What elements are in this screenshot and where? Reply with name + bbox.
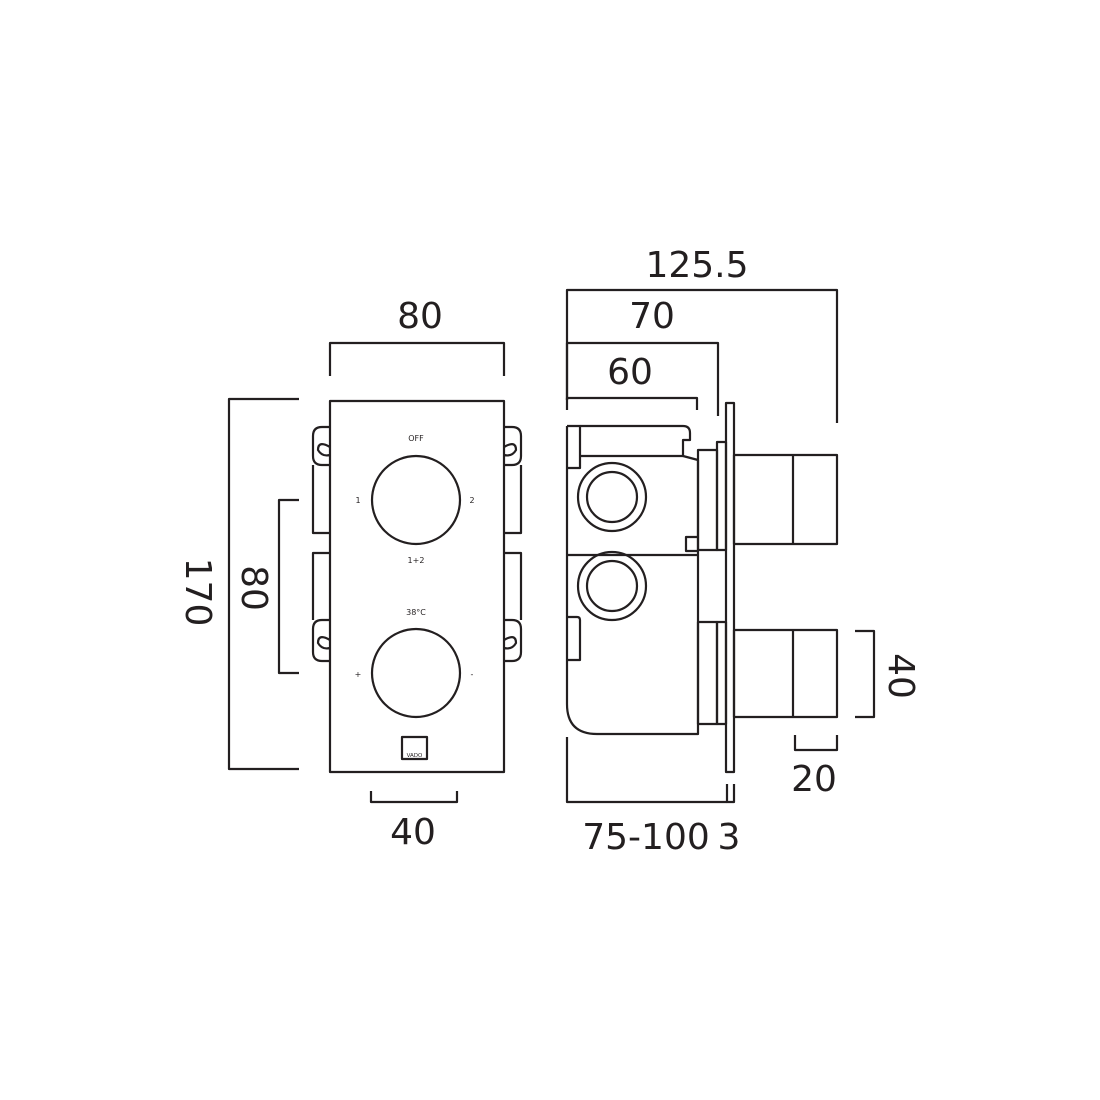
inlet-fitting-cold (576, 550, 648, 622)
label-outlet-1: 1 (355, 496, 360, 505)
front-plate (328, 399, 506, 774)
dimension-front-width: 80 (328, 296, 506, 376)
dimension-handle-height: 40 (855, 629, 921, 719)
side-view: 125.5 70 60 75-100 3 40 20 (565, 245, 921, 858)
side-plate (724, 401, 736, 774)
svg-text:40: 40 (390, 812, 436, 853)
lower-cartridge-sleeve (696, 620, 719, 726)
dimension-wall-depth: 75-100 3 (565, 737, 741, 858)
lower-handle (732, 628, 839, 719)
dimension-total-depth: 125.5 (565, 245, 839, 423)
svg-text:20: 20 (791, 759, 837, 800)
valve-body (565, 426, 700, 736)
dimension-handle-length: 20 (791, 735, 839, 800)
upper-handle (732, 453, 839, 546)
svg-text:80: 80 (233, 565, 274, 611)
svg-text:125.5: 125.5 (645, 245, 748, 286)
temperature-control-knob (370, 627, 462, 719)
label-outlet-2: 2 (469, 496, 474, 505)
dimension-knob-spacing: 80 (233, 498, 299, 675)
front-view: OFF 1 2 1+2 38°C + - VADO 80 170 80 (177, 296, 523, 853)
svg-text:70: 70 (629, 296, 675, 337)
dimension-plate-thickness: 3 (718, 817, 741, 858)
svg-text:40: 40 (880, 653, 921, 699)
brand-logo: VADO (400, 735, 429, 761)
svg-text:80: 80 (397, 296, 443, 337)
dimension-depth-60: 60 (565, 352, 699, 410)
mounting-bracket-left (311, 425, 331, 663)
label-plus: + (355, 670, 362, 679)
dimension-front-bottom-width: 40 (369, 791, 459, 853)
inlet-fitting-hot (576, 461, 648, 533)
valve-top-housing (567, 424, 582, 470)
svg-text:170: 170 (177, 558, 218, 627)
flow-control-knob (370, 454, 462, 546)
label-temperature: 38°C (406, 608, 426, 617)
upper-cartridge-sleeve (696, 448, 719, 552)
label-off: OFF (408, 434, 424, 443)
svg-text:VADO: VADO (407, 753, 423, 759)
label-minus: - (471, 670, 474, 679)
mounting-bracket-right (503, 425, 523, 663)
dimension-front-height: 170 (177, 397, 299, 771)
svg-text:60: 60 (607, 352, 653, 393)
svg-text:75-100: 75-100 (582, 817, 710, 858)
dimension-depth-70: 70 (565, 296, 720, 416)
label-outlet-both: 1+2 (408, 556, 425, 565)
